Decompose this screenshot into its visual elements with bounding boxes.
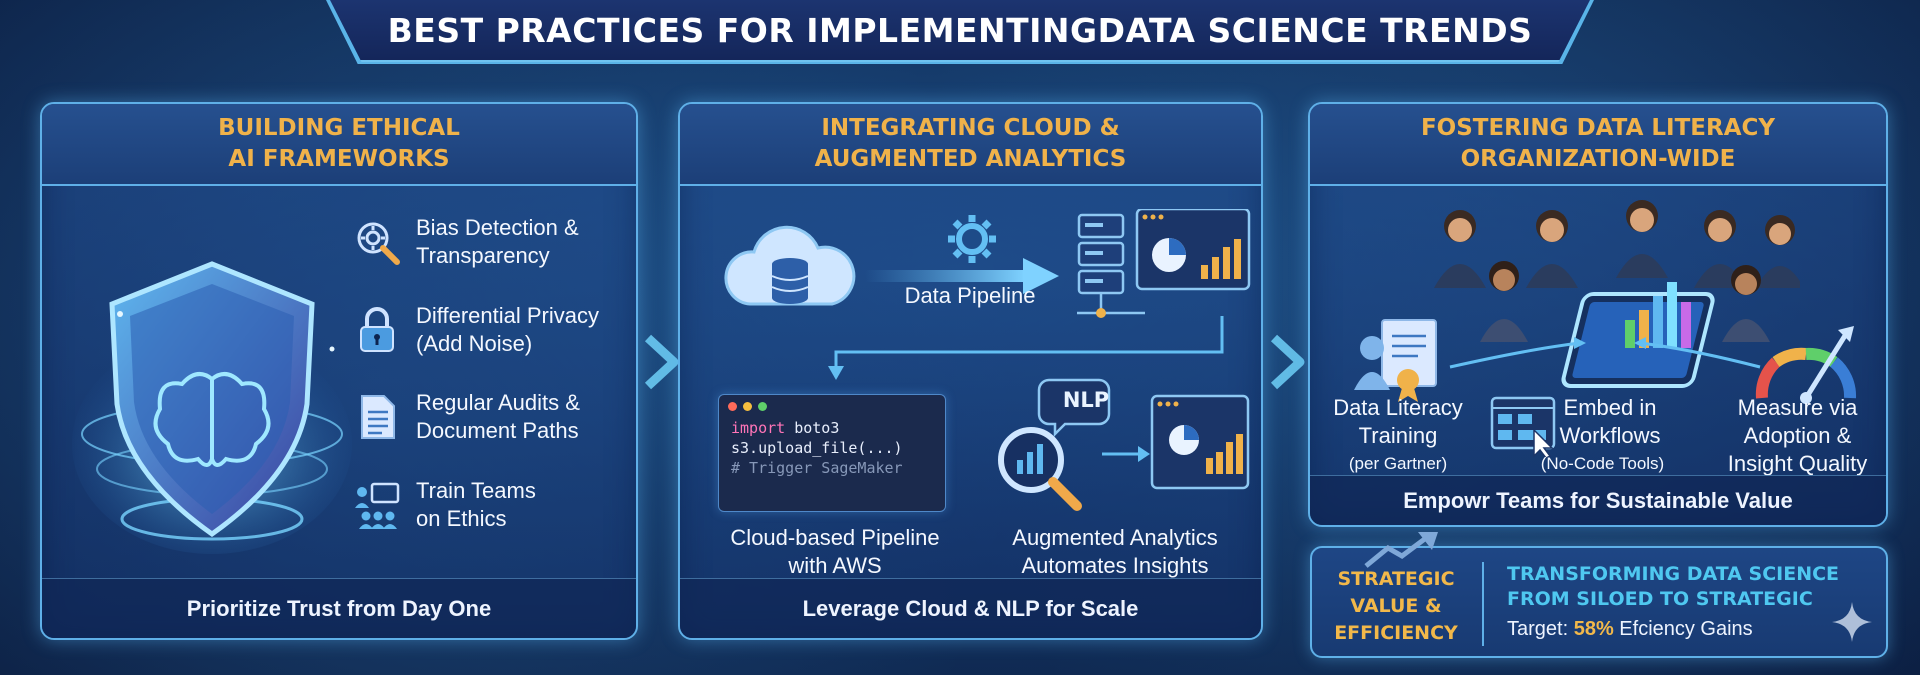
per-gartner-note: (per Gartner) [1348, 454, 1448, 473]
panel-cloud-analytics-title: INTEGRATING CLOUD & AUGMENTED ANALYTICS [814, 115, 1127, 172]
item-train-teams: Train Teams on Ethics [352, 477, 536, 533]
strategy-details: TRANSFORMING DATA SCIENCE FROM SILOED TO… [1507, 562, 1877, 641]
regular-audits-label: Regular Audits & Document Paths [416, 390, 580, 443]
efficiency-target: Target: 58% Efciency Gains [1507, 618, 1877, 641]
panel-cloud-analytics-header: INTEGRATING CLOUD & AUGMENTED ANALYTICS [680, 104, 1261, 186]
panel-cloud-analytics-footer: Leverage Cloud & NLP for Scale [680, 578, 1261, 638]
panel-ethical-ai-footer: Prioritize Trust from Day One [42, 578, 636, 638]
magnifier-gear-icon [357, 222, 400, 265]
nlp-magnifier-icon [998, 378, 1111, 511]
item-regular-audits: Regular Audits & Document Paths [352, 389, 580, 445]
panel-data-literacy: FOSTERING DATA LITERACY ORGANIZATION-WID… [1308, 102, 1888, 527]
cloud-pipeline-caption: Cloud-based Pipeline with AWS [730, 525, 940, 578]
data-literacy-training-label: Data Literacy Training [1333, 395, 1463, 448]
sparkle-icon [1832, 602, 1872, 642]
document-icon [361, 395, 395, 439]
data-pipeline-label: Data Pipeline [904, 283, 1036, 308]
target-suffix: Efciency Gains [1613, 618, 1753, 640]
workflow-window-icon [1490, 396, 1556, 458]
gauge-icon [1755, 326, 1857, 404]
team-presentation-icon [355, 482, 400, 529]
augmented-analytics-caption: Augmented Analytics Automates Insights [1012, 525, 1218, 578]
title-banner: BEST PRACTICES FOR IMPLEMENTINGDATA SCIE… [330, 0, 1590, 62]
code-snippet-window: import boto3 s3.upload_file(...) # Trigg… [718, 394, 946, 512]
padlock-icon [360, 307, 394, 352]
strategy-headline: TRANSFORMING DATA SCIENCE FROM SILOED TO… [1507, 563, 1840, 610]
code-line-comment: # Trigger SageMaker [731, 459, 903, 477]
page-title: BEST PRACTICES FOR IMPLEMENTINGDATA SCIE… [387, 10, 1533, 50]
strategic-value-label: STRATEGIC VALUE & EFFICIENCY [1334, 568, 1458, 644]
panel-ethical-ai-title: BUILDING ETHICAL AI FRAMEWORKS [218, 115, 460, 172]
trend-up-icon [1364, 532, 1438, 568]
bias-detection-label: Bias Detection & Transparency [416, 215, 579, 268]
panel-cloud-analytics: INTEGRATING CLOUD & AUGMENTED ANALYTICS … [678, 102, 1263, 640]
target-prefix: Target: [1507, 618, 1574, 640]
analytics-dashboard-icon [1150, 394, 1250, 490]
embed-workflows-label: Embed in Workflows [1559, 395, 1661, 448]
pipeline-arrow-icon [865, 258, 1059, 294]
chevron-right-icon [644, 334, 679, 390]
code-line-upload: s3.upload_file(...) [731, 439, 903, 457]
server-dashboard-icon [1077, 209, 1251, 318]
shield-brain-icon [72, 261, 352, 554]
panel-data-literacy-header: FOSTERING DATA LITERACY ORGANIZATION-WID… [1310, 104, 1886, 186]
connector-arrow-icon [828, 316, 1224, 380]
team-tablet-icon [1434, 200, 1800, 388]
nlp-badge: NLP [1062, 388, 1110, 412]
item-differential-privacy: Differential Privacy (Add Noise) [352, 302, 599, 358]
gear-icon [948, 215, 996, 263]
differential-privacy-label: Differential Privacy (Add Noise) [416, 303, 599, 356]
window-controls [719, 395, 945, 418]
chevron-right-icon [1270, 334, 1305, 390]
panel-ethical-ai-header: BUILDING ETHICAL AI FRAMEWORKS [42, 104, 636, 186]
target-percentage: 58% [1573, 618, 1614, 640]
measure-adoption-label: Measure via Adoption & Insight Quality [1727, 395, 1868, 476]
certificate-icon [1354, 319, 1437, 402]
panel-data-literacy-footer: Empowr Teams for Sustainable Value [1310, 475, 1886, 525]
panel-data-literacy-title: FOSTERING DATA LITERACY ORGANIZATION-WID… [1420, 115, 1776, 172]
flow-arrows-icon [1449, 337, 1761, 369]
panel-ethical-ai: BUILDING ETHICAL AI FRAMEWORKS [40, 102, 638, 640]
no-code-tools-note: (No-Code Tools) [1540, 454, 1665, 473]
cloud-database-icon [724, 225, 856, 306]
strategic-value-box: STRATEGIC VALUE & EFFICIENCY TRANSFORMIN… [1310, 532, 1888, 658]
strategy-divider [1482, 562, 1484, 646]
insight-arrow-icon [1102, 446, 1150, 462]
train-teams-label: Train Teams on Ethics [416, 478, 536, 531]
code-line-import: import boto3 [731, 419, 840, 437]
item-bias-detection: Bias Detection & Transparency [352, 214, 579, 270]
